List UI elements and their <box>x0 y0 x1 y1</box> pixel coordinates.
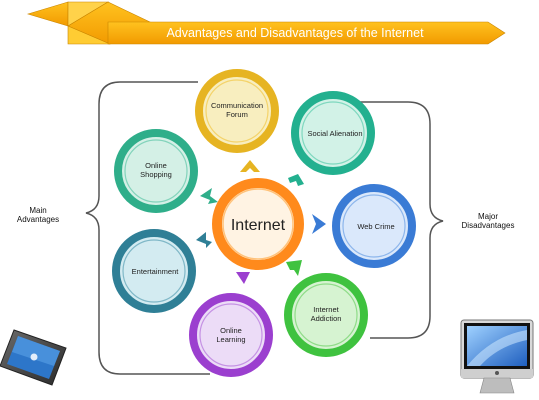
node-label-line: Web Crime <box>357 222 394 231</box>
node-inner-ring <box>122 239 186 303</box>
arrow-internet-addiction <box>286 260 302 276</box>
node-ring <box>332 184 416 268</box>
right-label-line1: Major <box>478 212 498 221</box>
node-ring <box>284 273 368 357</box>
node-entertainment: Entertainment <box>112 229 196 313</box>
node-online-shopping: Online Shopping <box>114 129 198 213</box>
node-inner-ring <box>205 79 269 143</box>
node-web-crime: Web Crime <box>332 184 416 268</box>
center-node: Internet <box>212 178 304 270</box>
node-ring <box>291 91 375 175</box>
node-label-line: Online <box>220 326 242 335</box>
node-label-line: Entertainment <box>132 267 180 276</box>
title-banner: Advantages and Disadvantages of the Inte… <box>26 1 506 45</box>
node-inner-ring <box>294 283 358 347</box>
arrow-online-learning <box>236 272 250 284</box>
node-communication-forum: Communication Forum <box>195 69 279 153</box>
tablet-icon <box>0 329 67 386</box>
node-label-line: Social Alienation <box>307 129 362 138</box>
node-inner-ring <box>199 303 263 367</box>
node-label-line: Internet <box>313 305 339 314</box>
node-inner-ring <box>124 139 188 203</box>
connector-arrows <box>196 160 326 284</box>
node-ring <box>112 229 196 313</box>
node-label-line: Communication <box>211 101 263 110</box>
arrow-entertainment <box>196 232 212 248</box>
node-label-line: Forum <box>226 110 248 119</box>
center-ring <box>212 178 304 270</box>
center-label: Internet <box>231 217 286 234</box>
banner-left-facet <box>26 1 69 27</box>
arrow-communication-forum <box>240 160 260 172</box>
arrow-online-shopping <box>200 188 218 204</box>
banner-facet-low <box>67 25 111 45</box>
node-ring <box>195 69 279 153</box>
center-inner-ring <box>222 188 294 260</box>
title-text: Advantages and Disadvantages of the Inte… <box>166 26 424 40</box>
node-label-line: Addiction <box>311 314 342 323</box>
right-bracket <box>360 101 444 339</box>
banner-bar <box>107 21 506 45</box>
node-label-line: Shopping <box>140 170 172 179</box>
node-internet-addiction: Internet Addiction <box>284 273 368 357</box>
node-online-learning: Online Learning <box>189 293 273 377</box>
right-label-line2: Disadvantages <box>462 221 515 230</box>
node-ring <box>189 293 273 377</box>
left-label-line2: Advantages <box>17 215 59 224</box>
monitor-icon <box>460 319 534 394</box>
node-inner-ring <box>342 194 406 258</box>
node-social-alienation: Social Alienation <box>291 91 375 175</box>
node-inner-ring <box>301 101 365 165</box>
left-label-line1: Main <box>29 206 46 215</box>
arrow-web-crime <box>312 214 326 234</box>
arrow-social-alienation <box>288 174 304 186</box>
node-label-line: Learning <box>216 335 245 344</box>
left-bracket <box>85 81 210 375</box>
node-ring <box>114 129 198 213</box>
node-label-line: Online <box>145 161 167 170</box>
